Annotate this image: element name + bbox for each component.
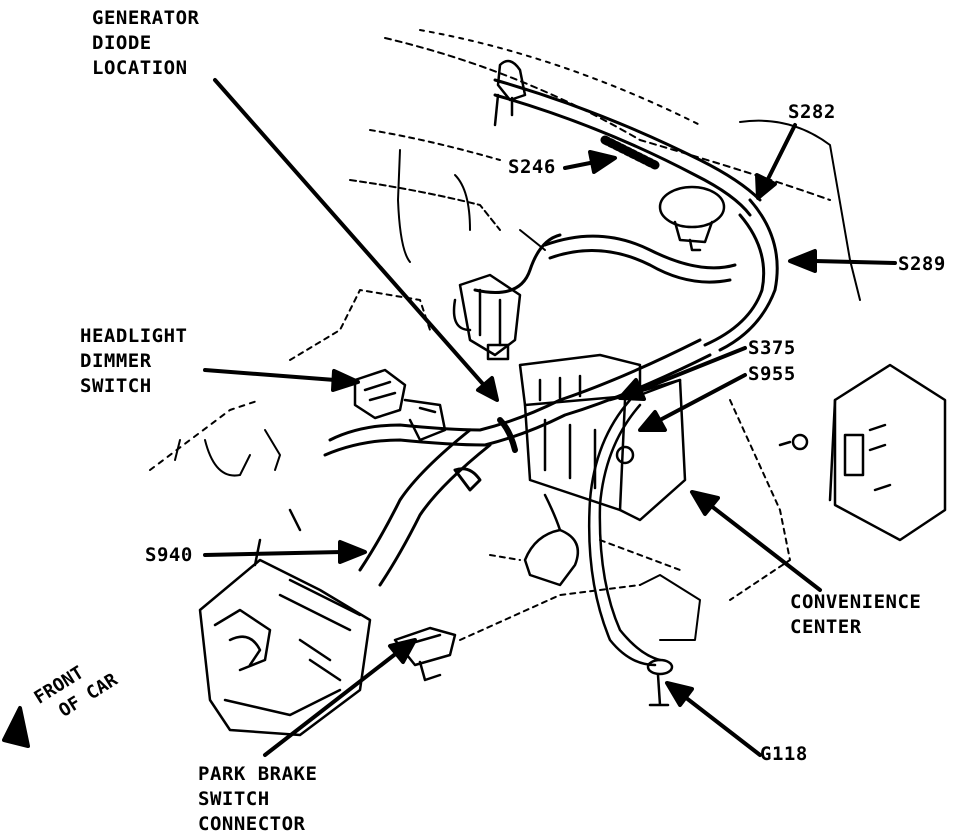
arrow-s246 xyxy=(563,160,597,170)
label-s940: S940 xyxy=(145,544,193,566)
label-generator-diode-location: GENERATOR DIODE LOCATION xyxy=(92,7,200,79)
harness-clips xyxy=(493,59,726,252)
arrow-parkbrake xyxy=(263,650,400,757)
main-bundle xyxy=(323,338,712,587)
left-dash-structure xyxy=(149,289,431,477)
upper-panel-outline xyxy=(349,29,861,301)
label-g118: G118 xyxy=(760,743,808,765)
arrow-s289 xyxy=(813,259,897,265)
arrow-generator xyxy=(213,78,492,394)
ground-lead xyxy=(587,398,701,707)
label-headlight-dimmer-switch: HEADLIGHT DIMMER SWITCH xyxy=(80,325,188,397)
arrow-convenience xyxy=(708,503,822,592)
label-s246: S246 xyxy=(508,156,556,178)
front-of-car-arrow xyxy=(2,706,30,748)
lower-dash xyxy=(459,399,791,641)
steering-column-area xyxy=(198,508,372,737)
leader-lines xyxy=(2,78,897,757)
label-park-brake-switch-connector: PARK BRAKE SWITCH CONNECTOR xyxy=(198,763,318,835)
overhead-harness xyxy=(473,78,779,352)
convenience-center-box xyxy=(518,353,687,587)
label-convenience-center: CONVENIENCE CENTER xyxy=(790,591,922,638)
relay-block xyxy=(452,273,522,361)
arrow-g118 xyxy=(683,695,762,757)
dimmer-switch-body xyxy=(353,368,447,442)
label-s955: S955 xyxy=(748,363,796,385)
arrow-s282 xyxy=(763,123,797,187)
arrow-s940 xyxy=(203,550,344,557)
label-s289: S289 xyxy=(898,253,946,275)
arrow-s375 xyxy=(638,346,747,392)
label-s282: S282 xyxy=(788,101,836,123)
arrow-headlight xyxy=(203,368,337,382)
arrow-s955 xyxy=(658,373,747,422)
right-panel xyxy=(778,363,947,542)
label-s375: S375 xyxy=(748,337,796,359)
